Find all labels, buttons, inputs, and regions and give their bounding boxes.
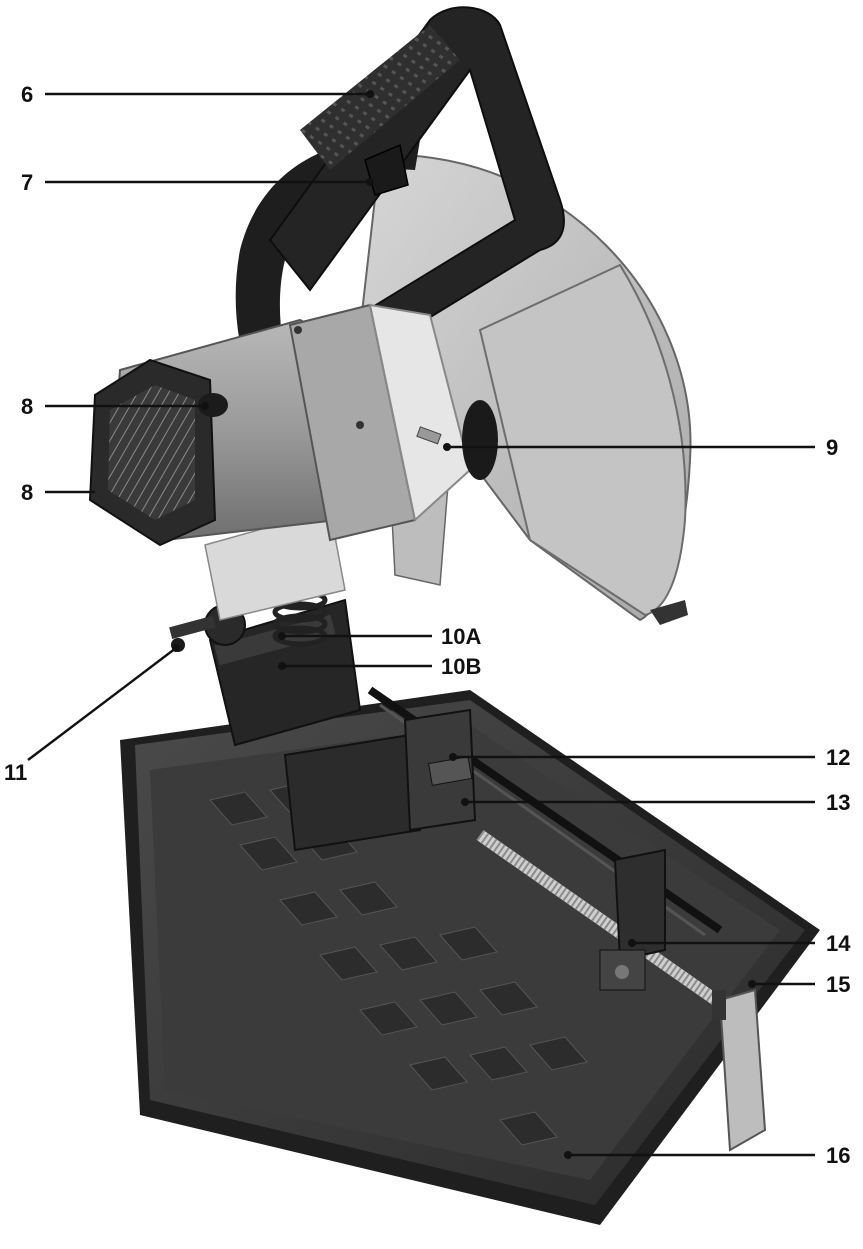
vise-assembly: [283, 708, 767, 1152]
callout-14: 14: [826, 931, 851, 956]
leader-dot-10b: [278, 662, 286, 670]
callout-6: 6: [21, 82, 33, 107]
leader-dot-15: [748, 980, 756, 988]
callout-7: 7: [21, 170, 33, 195]
callout-labels: 6 7 8 8 9 10A 10B 11 12 13 14 15 16: [4, 82, 851, 1168]
leader-dot-12: [449, 753, 457, 761]
leader-dot-13: [461, 798, 469, 806]
leader-dot-10a: [278, 632, 286, 640]
callout-11: 11: [4, 760, 27, 785]
callout-16: 16: [826, 1143, 850, 1168]
callout-8-lower: 8: [21, 480, 33, 505]
leader-dot-14: [628, 939, 636, 947]
leader-dot-9: [443, 443, 451, 451]
leader-dot-16: [564, 1151, 572, 1159]
leader-dot-8a: [201, 402, 209, 410]
callout-leaders: [27, 90, 815, 1159]
leader-11: [27, 647, 177, 761]
callout-10a: 10A: [441, 624, 481, 649]
leader-dot-6: [366, 90, 374, 98]
callout-15: 15: [826, 972, 850, 997]
leader-dot-11: [172, 644, 180, 652]
top-handle: [268, 6, 565, 362]
callout-12: 12: [826, 745, 850, 770]
callout-13: 13: [826, 790, 850, 815]
return-spring: [272, 589, 328, 647]
leader-dot-7: [366, 178, 374, 186]
callout-9: 9: [826, 435, 838, 460]
pivot-column: [169, 509, 362, 747]
callout-8-upper: 8: [21, 394, 33, 419]
callout-10b: 10B: [441, 654, 481, 679]
saw-illustration: [88, 6, 820, 1225]
